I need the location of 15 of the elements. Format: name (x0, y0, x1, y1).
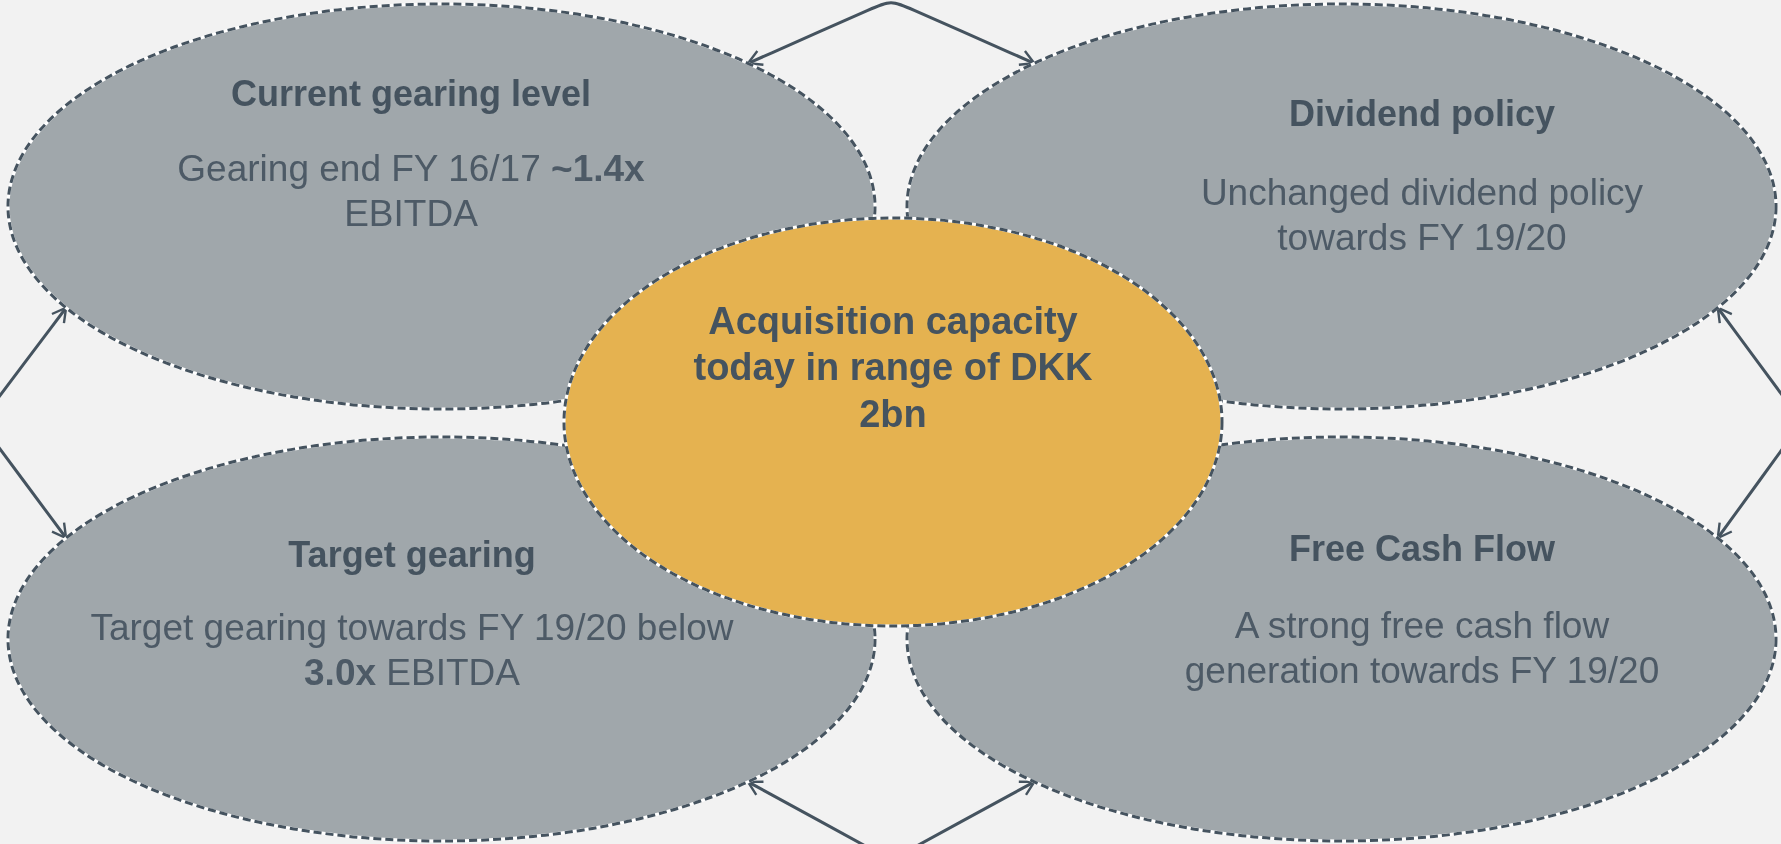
node-heading: Free Cash Flow (1287, 527, 1557, 571)
node-heading: Target gearing (287, 533, 537, 577)
curved-double-arrow (1716, 306, 1781, 540)
center-text: Acquisition capacity today in range of DKK 2bn (692, 299, 1094, 437)
curved-double-arrow (746, 780, 1036, 844)
node-heading: Current gearing level (229, 72, 593, 116)
node-body-text: Unchanged dividend policy towards FY 19/20 (1199, 171, 1645, 261)
node-body-text: Target gearing towards FY 19/20 below 3.0x EBITDA (89, 606, 735, 696)
ellipse-node (905, 435, 1778, 843)
node-body-text: Gearing end FY 16/17 ~1.4x EBITDA (176, 147, 646, 237)
node-heading: Dividend policy (1287, 92, 1556, 136)
curved-double-arrow (746, 1, 1036, 66)
node-body-text: A strong free cash flow generation towards FY 19/20 (1183, 604, 1661, 694)
curved-double-arrow (0, 306, 68, 540)
ellipse-node (6, 435, 877, 843)
